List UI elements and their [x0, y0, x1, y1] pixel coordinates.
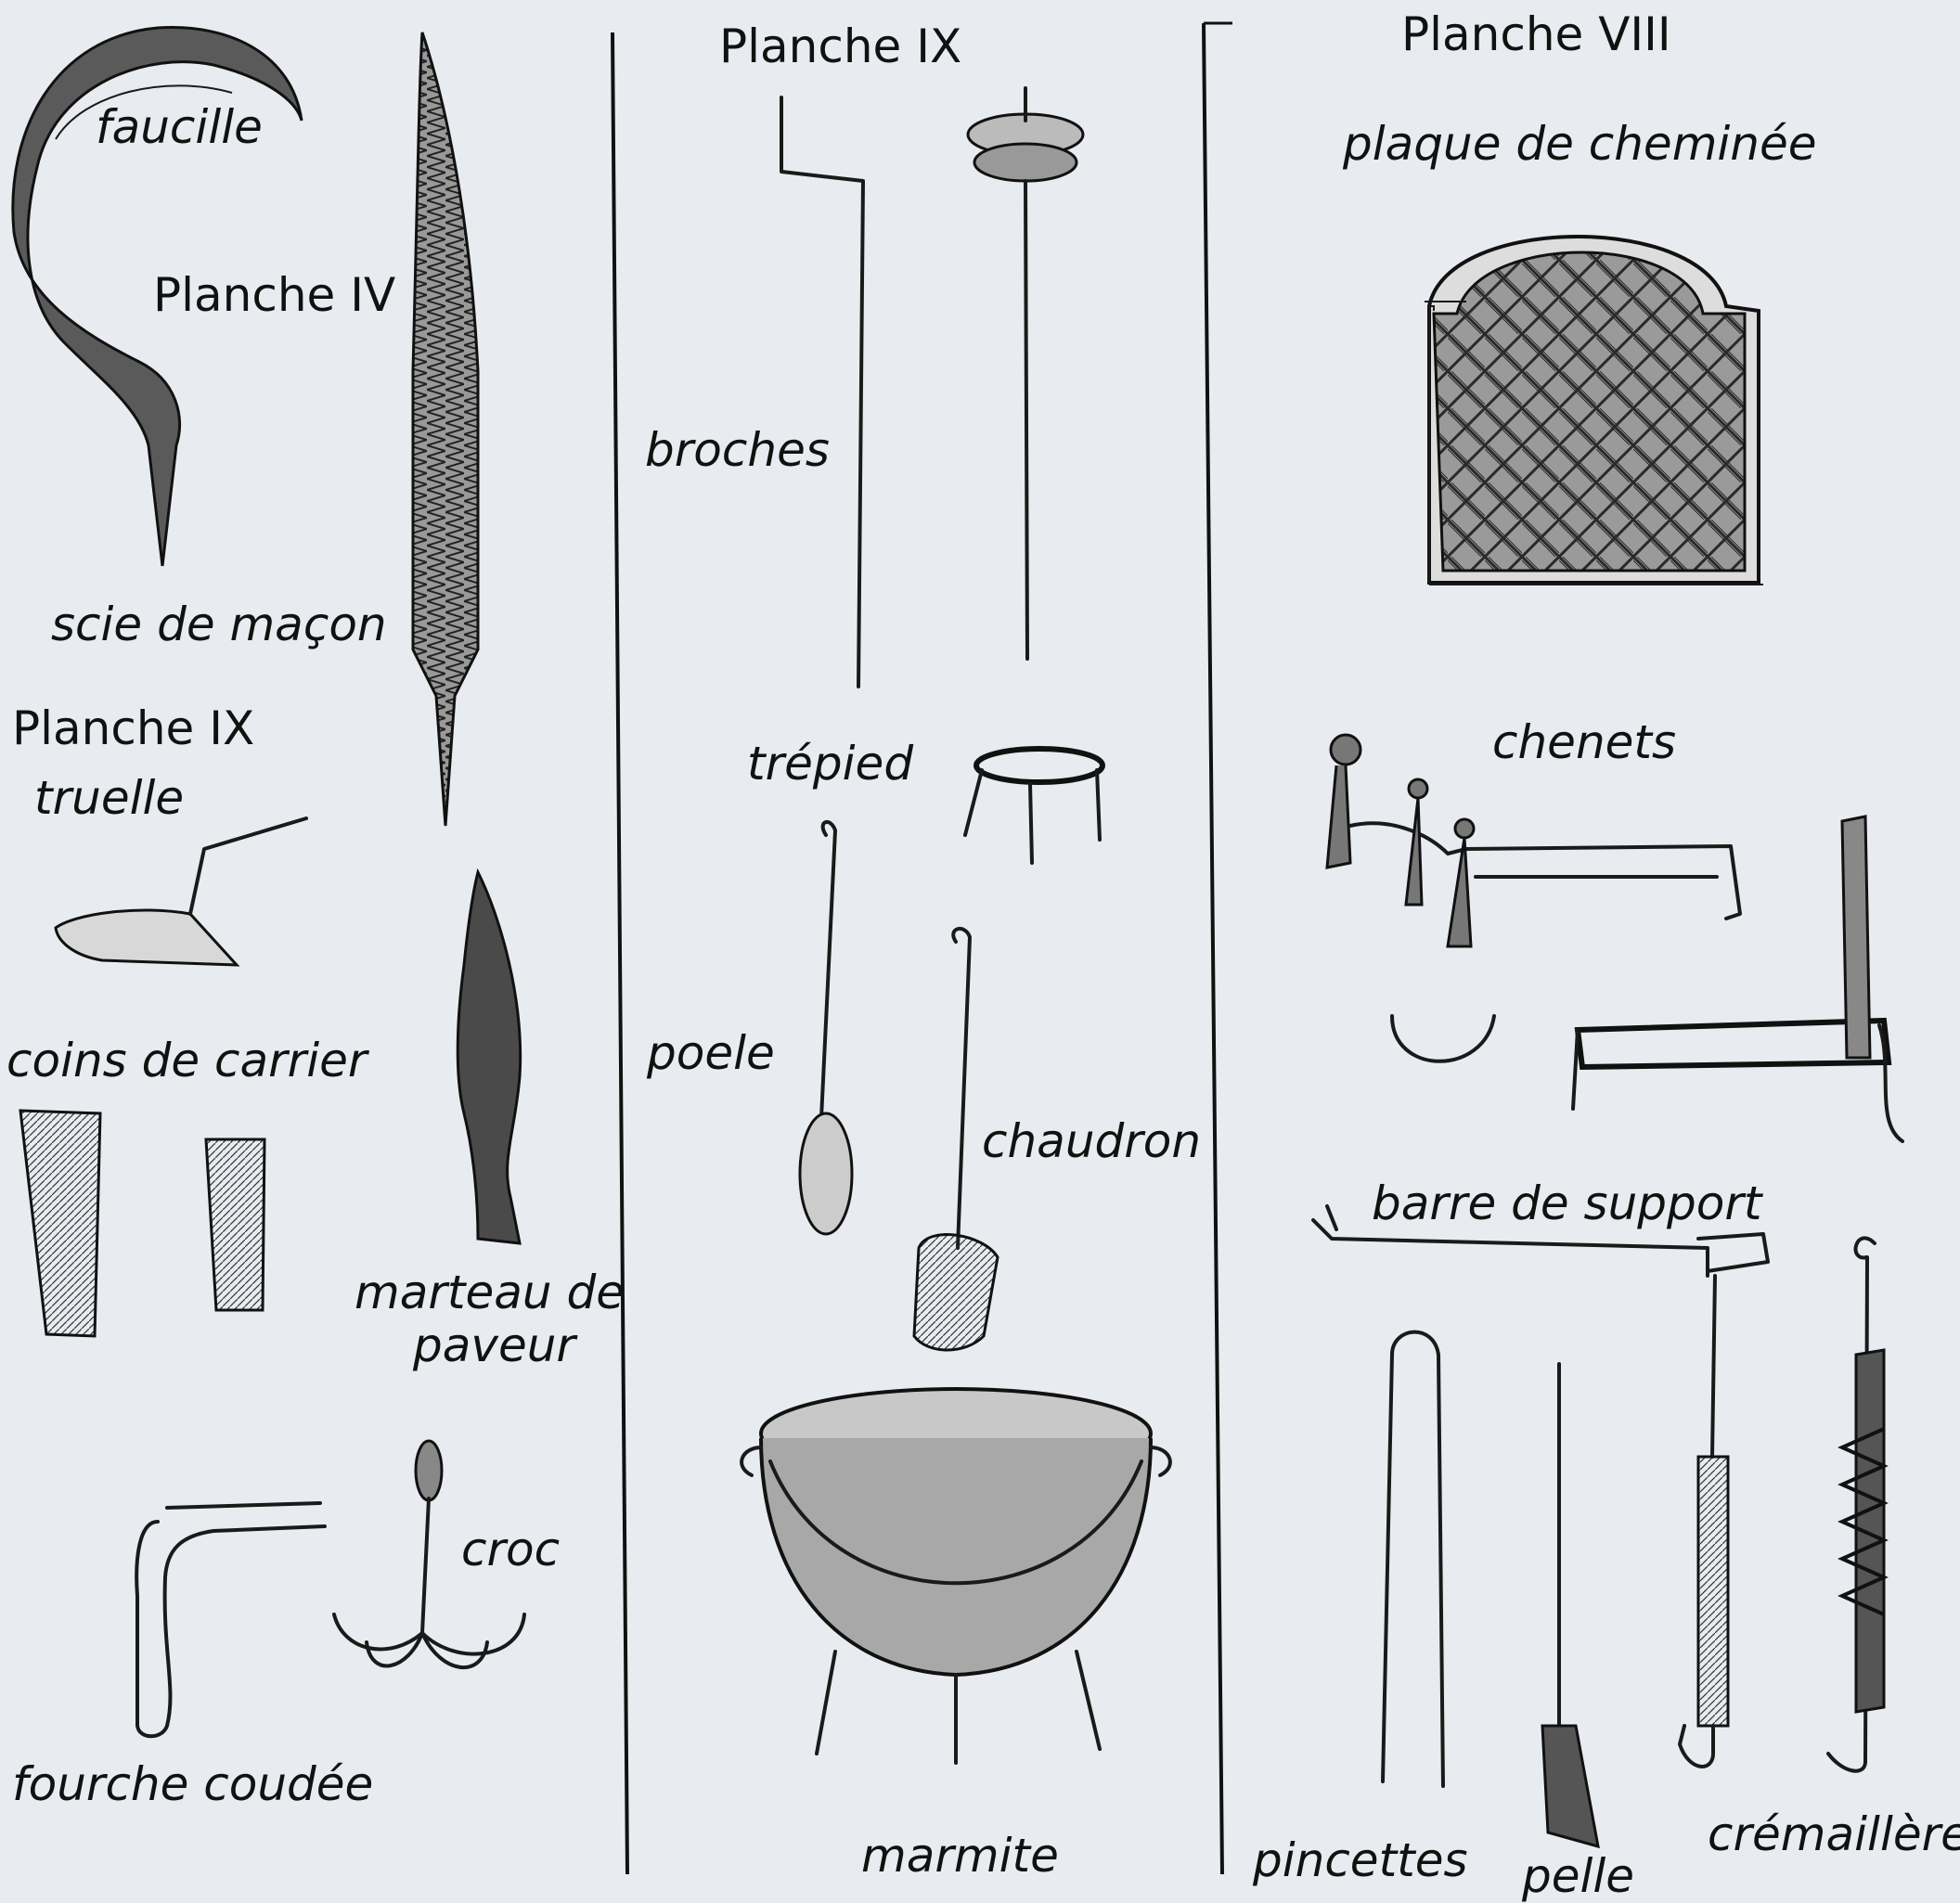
label-faucille: faucille [96, 100, 263, 154]
tongs-drawing [1381, 1330, 1445, 1788]
label-marteau-line1: marteau de [355, 1266, 625, 1319]
fireback-drawing [1425, 235, 1763, 585]
pot-rack-drawing [1826, 1236, 1889, 1773]
label-truelle: truelle [34, 771, 185, 825]
hook-rod-drawing [1678, 1274, 1730, 1768]
label-broches: broches [645, 423, 830, 477]
cauldron-drawing [740, 1387, 1172, 1765]
label-pelle: pelle [1522, 1849, 1635, 1903]
pan-drawing [798, 820, 854, 1236]
trowel-drawing [54, 816, 308, 967]
label-plaque: plaque de cheminée [1343, 117, 1817, 171]
label-croc: croc [461, 1523, 561, 1576]
paver-hammer-drawing [456, 868, 522, 1245]
trivet-drawing [963, 746, 1105, 865]
label-chaudron: chaudron [982, 1114, 1202, 1168]
support-bar-drawing [1311, 1204, 1770, 1278]
saw-drawing [411, 32, 480, 827]
label-pincettes: pincettes [1253, 1833, 1468, 1887]
shovel-drawing [1541, 1362, 1600, 1849]
grapnel-drawing [332, 1439, 526, 1669]
label-marmite: marmite [861, 1829, 1059, 1883]
label-scie: scie de maçon [51, 598, 387, 651]
label-poele: poele [647, 1026, 775, 1080]
spits-drawing [780, 86, 1085, 688]
label-fourche: fourche coudée [12, 1757, 374, 1811]
divider-left [611, 32, 629, 1875]
plate-label-left-top: Planche IV [153, 268, 396, 322]
andirons-drawing [1325, 733, 1904, 1143]
small-cauldron-drawing [912, 927, 999, 1352]
divider-right [1202, 22, 1224, 1875]
plate-label-right: Planche VIII [1401, 7, 1671, 61]
label-cremaillere: crémaillère [1708, 1807, 1960, 1861]
label-coins: coins de carrier [6, 1034, 368, 1087]
bent-fork-drawing [135, 1501, 327, 1739]
plate-label-middle: Planche IX [719, 19, 962, 73]
label-trepied: trépied [747, 737, 914, 791]
wedges-drawing [19, 1109, 266, 1338]
label-barre: barre de support [1372, 1177, 1762, 1230]
label-chenets: chenets [1492, 715, 1677, 769]
label-marteau-line2: paveur [413, 1318, 575, 1372]
sickle-drawing [11, 26, 303, 567]
plate-label-left-mid: Planche IX [12, 701, 255, 755]
